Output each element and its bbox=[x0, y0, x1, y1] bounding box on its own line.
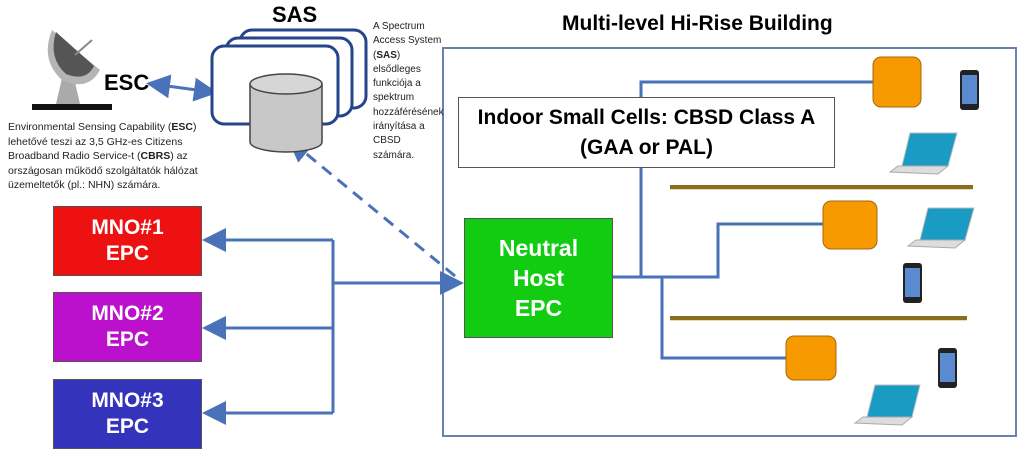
database-icon bbox=[249, 73, 323, 153]
building-outline bbox=[442, 47, 1017, 437]
laptop-icon bbox=[853, 384, 921, 426]
sas-title: SAS bbox=[272, 2, 318, 27]
smartphone-icon bbox=[903, 263, 922, 303]
sas-description: A Spectrum Access System (SAS) elsődlege… bbox=[373, 21, 444, 161]
sas-dashed-link bbox=[287, 138, 456, 278]
esc-label: ESC bbox=[104, 70, 150, 95]
mno-links bbox=[202, 228, 464, 425]
small-cell bbox=[822, 200, 878, 250]
neutral-host-epc: Neutral Host EPC bbox=[464, 218, 613, 338]
laptop-icon bbox=[888, 132, 958, 175]
indoor-small-cells-label: Indoor Small Cells: CBSD Class A (GAA or… bbox=[458, 97, 835, 168]
laptop-icon bbox=[906, 207, 975, 249]
satellite-dish-icon bbox=[32, 30, 112, 110]
smartphone-icon bbox=[938, 348, 957, 388]
building-title: Multi-level Hi-Rise Building bbox=[562, 12, 833, 35]
esc-description: Environmental Sensing Capability (ESC) l… bbox=[8, 121, 198, 191]
esc-sas-link bbox=[146, 74, 218, 102]
small-cell bbox=[785, 335, 837, 381]
smartphone-icon bbox=[960, 70, 979, 110]
small-cell-links bbox=[613, 80, 873, 360]
small-cell bbox=[872, 56, 922, 108]
